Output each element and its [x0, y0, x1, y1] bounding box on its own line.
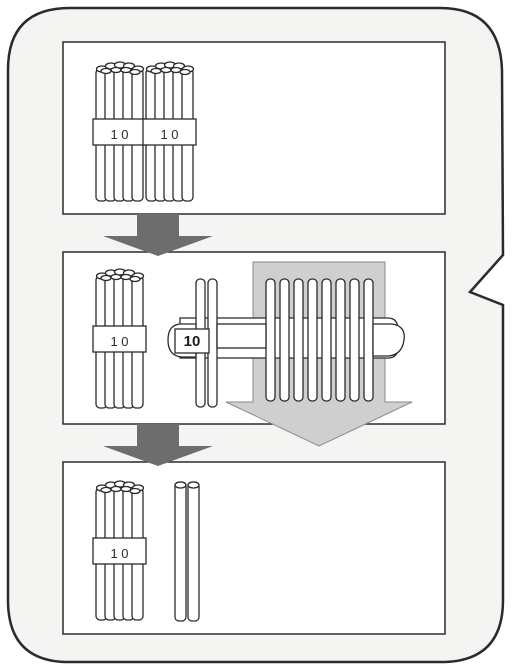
bundle-top-2: 1 0	[142, 61, 197, 202]
bundle-label: 1 0	[110, 334, 128, 349]
loose-sticks-bottom	[174, 481, 200, 622]
down-arrow-1	[103, 214, 213, 256]
band-front-right	[372, 323, 405, 357]
band-label: 10	[184, 333, 201, 350]
band-front-middle	[216, 323, 267, 349]
bundle-label: 1 0	[160, 127, 178, 142]
unbundled-sticks	[265, 278, 374, 402]
bundle-middle: 1 0	[92, 268, 147, 409]
down-arrow-2	[103, 424, 213, 466]
bundle-label: 1 0	[110, 546, 128, 561]
band-label-box	[174, 328, 210, 354]
bundle-top-1: 1 0	[92, 61, 147, 202]
bundle-bottom: 1 0	[92, 480, 147, 621]
bundle-label: 1 0	[110, 127, 128, 142]
